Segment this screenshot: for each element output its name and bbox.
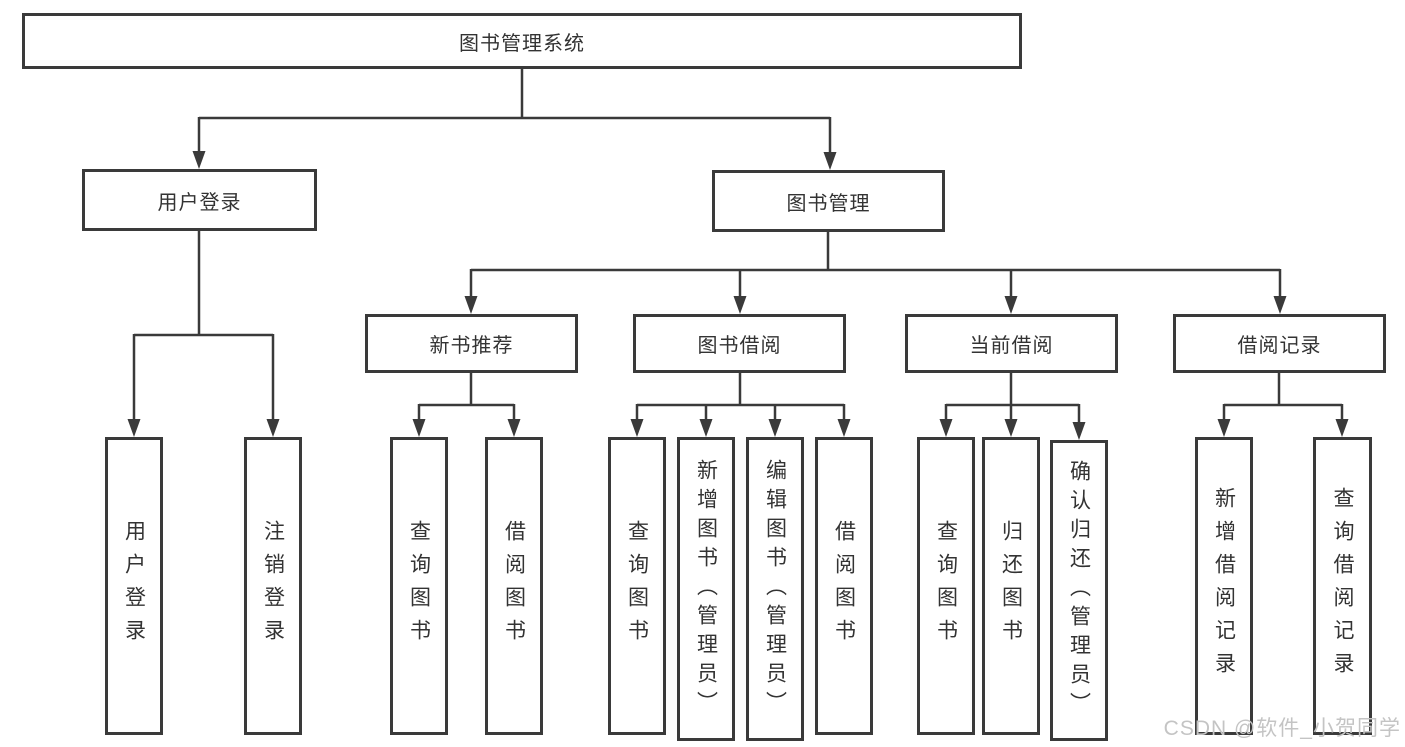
node-label: 查询图书: [625, 520, 649, 652]
node-label: 借阅记录: [1237, 335, 1322, 357]
node-label: 查询图书: [934, 520, 958, 652]
leaf-cb-return-books: 归还图书: [982, 437, 1040, 735]
leaf-cb-confirm-return-admin: 确认归还（管理员）: [1050, 440, 1108, 741]
node-label: 图书借阅: [697, 335, 782, 357]
node-label: 借阅图书: [832, 520, 856, 652]
node-book-management: 图书管理: [712, 170, 945, 232]
node-label: 归还图书: [999, 520, 1023, 652]
node-label: 查询图书: [407, 520, 431, 652]
node-label: 借阅图书: [502, 520, 526, 652]
node-root-system: 图书管理系统: [22, 13, 1022, 69]
leaf-bb-edit-books-admin: 编辑图书（管理员）: [746, 437, 804, 741]
leaf-user-login: 用户登录: [105, 437, 163, 735]
node-label: 新增图书（管理员）: [694, 458, 718, 720]
node-label: 新增借阅记录: [1212, 487, 1236, 685]
leaf-rec-borrow-books: 借阅图书: [485, 437, 543, 735]
node-new-book-recommend: 新书推荐: [365, 314, 578, 373]
node-label: 用户登录: [157, 191, 242, 214]
leaf-bb-add-books-admin: 新增图书（管理员）: [677, 437, 735, 741]
node-label: 确认归还（管理员）: [1067, 460, 1091, 721]
node-label: 用户登录: [122, 520, 146, 652]
csdn-watermark: CSDN @软件_小贺同学: [1163, 717, 1401, 740]
node-label: 图书管理系统: [459, 32, 585, 55]
leaf-bb-query-books: 查询图书: [608, 437, 666, 735]
node-label: 编辑图书（管理员）: [763, 458, 787, 720]
node-user-login: 用户登录: [82, 169, 317, 231]
leaf-br-query-record: 查询借阅记录: [1313, 437, 1372, 735]
leaf-bb-borrow-books: 借阅图书: [815, 437, 873, 735]
node-label: 注销登录: [261, 520, 285, 652]
node-current-borrow: 当前借阅: [905, 314, 1118, 373]
leaf-cb-query-books: 查询图书: [917, 437, 975, 735]
node-label: 新书推荐: [429, 335, 514, 357]
leaf-br-add-record: 新增借阅记录: [1195, 437, 1253, 735]
node-book-borrow: 图书借阅: [633, 314, 846, 373]
leaf-rec-query-books: 查询图书: [390, 437, 448, 735]
node-label: 查询借阅记录: [1331, 487, 1354, 685]
node-borrow-records: 借阅记录: [1173, 314, 1386, 373]
leaf-logout: 注销登录: [244, 437, 302, 735]
node-label: 图书管理: [786, 192, 871, 215]
node-label: 当前借阅: [969, 335, 1054, 357]
